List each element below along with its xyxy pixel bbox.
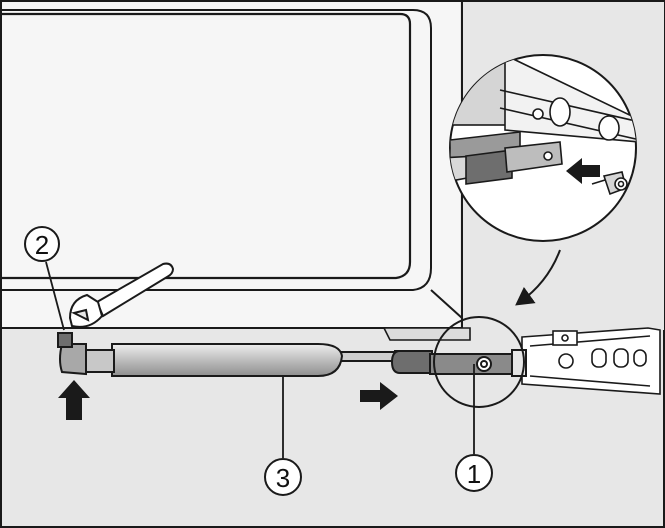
callout-3-label: 3 xyxy=(276,463,290,493)
callout-1-label: 1 xyxy=(467,459,481,489)
callout-2-label: 2 xyxy=(35,230,49,260)
detail-pointer xyxy=(515,249,561,306)
arrow-up-icon xyxy=(58,380,90,420)
wrench-icon xyxy=(68,262,175,328)
callout-2: 2 xyxy=(24,226,60,262)
gas-strut xyxy=(57,332,527,377)
appliance-door xyxy=(2,2,463,330)
arrow-right-icon xyxy=(360,382,398,410)
callout-3: 3 xyxy=(264,458,302,496)
detail-circle-small xyxy=(433,316,525,408)
callout-1: 1 xyxy=(455,454,493,492)
arrow-left-detail-icon xyxy=(566,158,600,184)
leader-lines xyxy=(45,261,475,458)
